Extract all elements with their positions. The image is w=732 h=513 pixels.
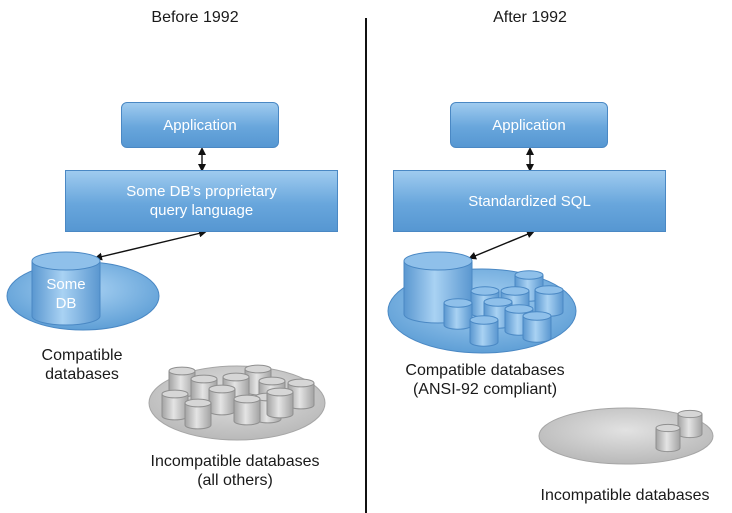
gray-db-cylinder [184,398,212,430]
right-incompatible-label: Incompatible databases [540,487,710,504]
left-some-db-cylinder [31,251,101,326]
left-heading: Before 1992 [151,9,239,26]
left-lang-db-arrow [94,229,207,261]
gray-db-cylinder [266,387,294,419]
left-application-box: Application [121,102,279,148]
gray-db-cylinder [208,384,236,416]
gray-db-cylinder [233,394,261,426]
left-application-label: Application [163,116,237,134]
left-compatible-label: Compatible databases [41,347,123,383]
left-language-box: Some DB's proprietary query language [65,170,338,232]
left-incompatible-cylinders [161,364,315,430]
right-sql-box: Standardized SQL [393,170,666,232]
left-some-db-label: Some DB [46,276,86,312]
gray-db-cylinder [161,389,189,421]
blue-db-cylinder [469,315,499,347]
right-sql-db-arrow [468,230,535,260]
right-application-box: Application [450,102,608,148]
right-application-label: Application [492,116,566,134]
gray-db-cylinder [655,423,681,453]
right-compatible-cylinders [443,270,564,347]
blue-db-cylinder [534,285,564,317]
left-language-label: Some DB's proprietary query language [126,183,277,219]
left-incompatible-label: Incompatible databases (all others) [150,453,320,489]
gray-db-cylinder [287,378,315,410]
gray-db-cylinder [677,409,703,439]
blue-db-cylinder [522,311,552,343]
right-sql-label: Standardized SQL [468,192,591,210]
right-heading: After 1992 [493,9,567,26]
right-compatible-label: Compatible databases (ANSI-92 compliant) [405,362,565,398]
blue-db-cylinder [443,298,473,330]
right-incompatible-cylinders [655,409,703,453]
